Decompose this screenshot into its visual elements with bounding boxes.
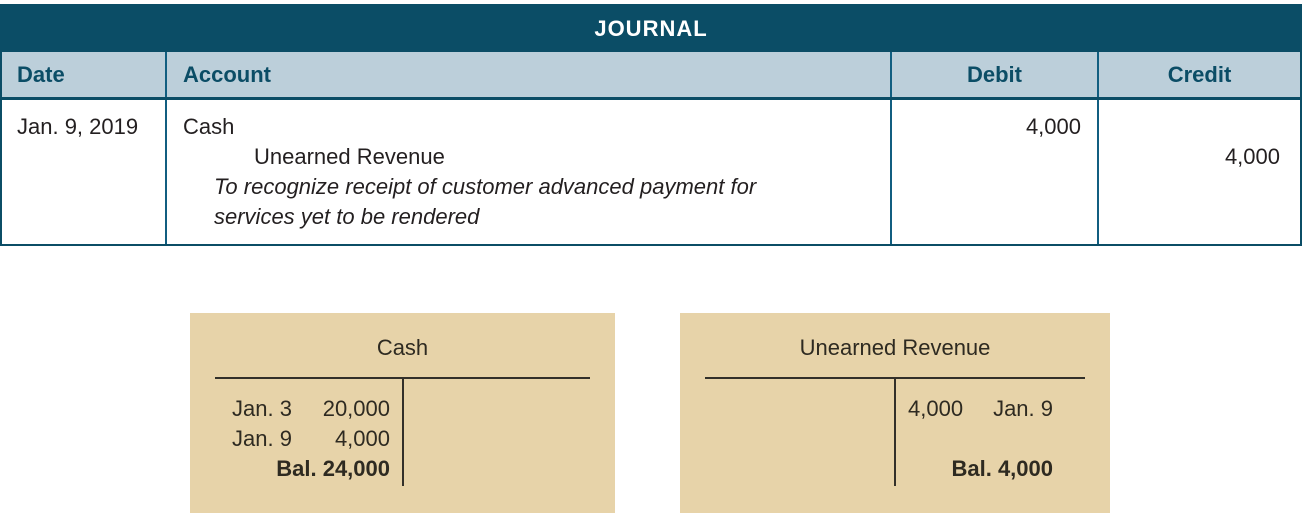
journal-entry-credit-account: Unearned Revenue <box>254 144 445 169</box>
t-account-unearned-revenue-entry-1: 4,000 Jan. 9 <box>908 394 1053 424</box>
entry-date: Jan. 9 <box>993 396 1053 421</box>
t-account-unearned-revenue-balance: Bal. 4,000 <box>908 454 1053 484</box>
journal-entry-date-cell: Jan. 9, 2019 <box>2 100 165 244</box>
entry-gap <box>963 394 993 424</box>
t-account-unearned-revenue-credit-side: 4,000 Jan. 9 Bal. 4,000 <box>908 394 1053 484</box>
column-header-credit: Credit <box>1097 52 1300 97</box>
balance-amount: Bal. 4,000 <box>951 456 1053 481</box>
column-header-account: Account <box>165 52 890 97</box>
journal-entry-credit-cell: 4,000 <box>1097 100 1300 244</box>
entry-amount: 4,000 <box>908 396 964 421</box>
journal-entry-debit-account: Cash <box>183 114 235 139</box>
journal-entry-debit-cell: 4,000 <box>890 100 1097 244</box>
t-account-cash-entry-1: Jan. 3 20,000 <box>232 394 390 424</box>
journal-entry-description-line-2: services yet to be rendered <box>214 204 480 229</box>
entry-date: Jan. 3 <box>232 396 292 421</box>
balance-amount: Bal. 24,000 <box>276 456 390 481</box>
t-account-cash-entry-2: Jan. 9 4,000 <box>232 424 390 454</box>
journal-entry-date: Jan. 9, 2019 <box>17 114 139 139</box>
journal-title-bar: JOURNAL <box>2 6 1300 52</box>
journal-entry-row: Jan. 9, 2019 Cash Unearned Revenue To re… <box>2 100 1300 244</box>
journal-title: JOURNAL <box>594 16 708 41</box>
entry-gap <box>292 424 335 454</box>
t-account-cash-vertical-line <box>401 377 404 486</box>
journal-header-row: Date Account Debit Credit <box>2 52 1300 100</box>
entry-gap <box>292 394 323 424</box>
credit-spacer <box>1099 112 1300 142</box>
t-account-unearned-revenue: Unearned Revenue 4,000 Jan. 9 Bal. 4,000 <box>680 313 1110 513</box>
journal-table: JOURNAL Date Account Debit Credit Jan. 9… <box>0 4 1302 246</box>
entry-amount: 4,000 <box>334 426 390 451</box>
t-account-unearned-revenue-title: Unearned Revenue <box>799 335 991 360</box>
column-header-date: Date <box>17 61 65 87</box>
entry-date: Jan. 9 <box>232 426 292 451</box>
journal-entry-account-cell: Cash Unearned Revenue To recognize recei… <box>165 100 890 244</box>
t-account-unearned-revenue-blank-row <box>908 424 1053 454</box>
t-account-cash-title: Cash <box>376 335 429 360</box>
t-account-cash-debit-side: Jan. 3 20,000 Jan. 9 4,000 Bal. 24,000 <box>232 394 390 484</box>
column-header-debit: Debit <box>890 52 1097 97</box>
journal-entry-debit-amount: 4,000 <box>1025 114 1081 139</box>
t-account-cash-balance: Bal. 24,000 <box>232 454 390 484</box>
journal-entry-credit-amount: 4,000 <box>1224 144 1280 169</box>
t-account-cash: Cash Jan. 3 20,000 Jan. 9 4,000 Bal. 24,… <box>190 313 615 513</box>
entry-amount: 20,000 <box>322 396 390 421</box>
journal-entry-description-line-1: To recognize receipt of customer advance… <box>214 174 757 199</box>
t-account-unearned-revenue-vertical-line <box>894 377 896 486</box>
